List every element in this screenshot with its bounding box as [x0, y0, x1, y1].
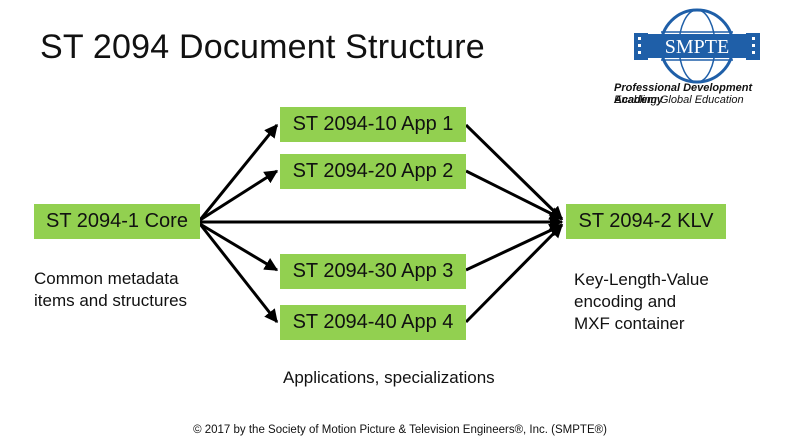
- klv-box: ST 2094-2 KLV: [566, 204, 726, 239]
- smpte-logo: SMPTE: [634, 8, 760, 84]
- arrow-app4-to-klv: [464, 223, 564, 324]
- arrow-core-to-app4: [198, 223, 279, 324]
- app4-box: ST 2094-40 App 4: [280, 305, 466, 340]
- klv-description-line: Key-Length-Value: [574, 270, 709, 289]
- klv-description-line: encoding and: [574, 292, 677, 311]
- academy-name: Professional Development Academy: [614, 82, 753, 106]
- klv-description: Key-Length-Value encoding and MXF contai…: [574, 269, 709, 335]
- app3-box: ST 2094-30 App 3: [280, 254, 466, 289]
- page-title: ST 2094 Document Structure: [40, 28, 485, 66]
- copyright-footer: © 2017 by the Society of Motion Picture …: [193, 424, 607, 436]
- app2-box: ST 2094-20 App 2: [280, 154, 466, 189]
- core-box: ST 2094-1 Core: [34, 204, 200, 239]
- core-description: Common metadata items and structures: [34, 268, 187, 312]
- arrow-app1-to-klv: [464, 123, 564, 221]
- academy-tagline: Enabling Global Education: [614, 94, 744, 106]
- arrow-core-to-app3: [199, 222, 279, 272]
- core-description-line: items and structures: [34, 291, 188, 310]
- app1-box: ST 2094-10 App 1: [280, 107, 466, 142]
- arrow-app3-to-klv: [465, 223, 564, 272]
- klv-description-line: MXF container: [574, 314, 685, 333]
- arrow-core-to-app2: [199, 169, 279, 222]
- logo-text: SMPTE: [665, 36, 729, 58]
- arrow-app2-to-klv: [465, 169, 564, 221]
- core-description-line: Common metadata: [34, 269, 179, 288]
- applications-caption: Applications, specializations: [283, 368, 495, 387]
- arrow-core-to-app1: [198, 123, 279, 221]
